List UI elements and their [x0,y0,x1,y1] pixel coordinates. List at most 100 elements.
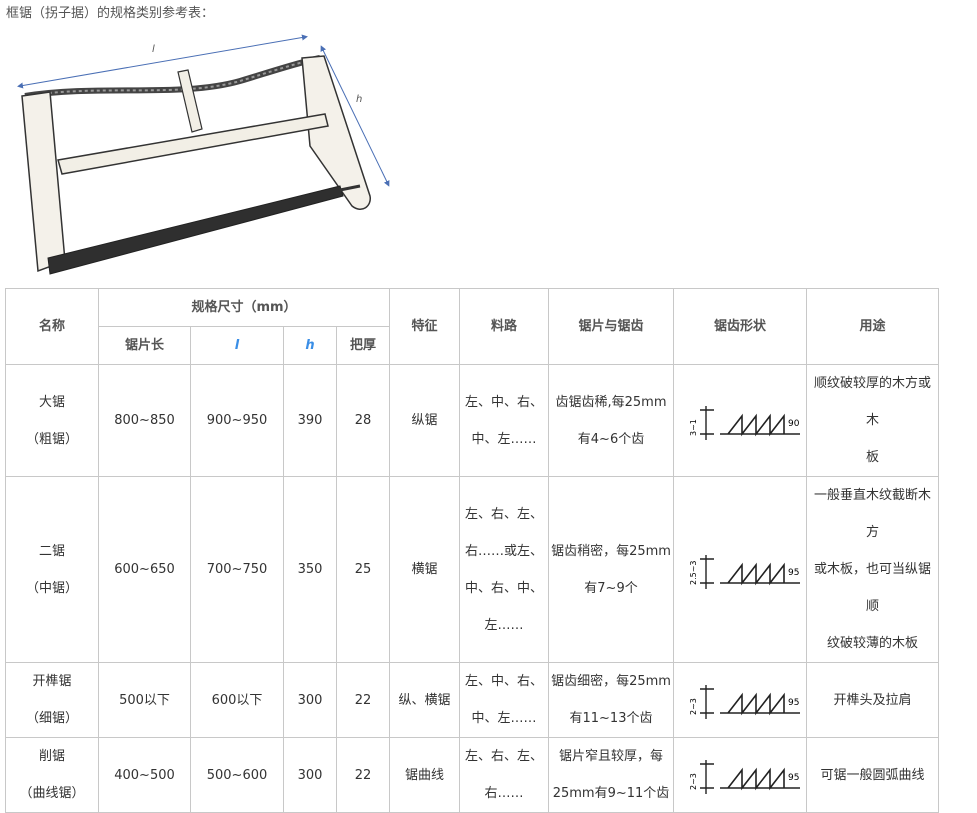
frame-saw-illustration: l h [17,34,390,275]
cell-blade-teeth-line: 有11~13个齿 [569,711,653,726]
cell-usage: 顺纹破较厚的木方或木板 [806,364,939,477]
cell-set-pattern: 左、中、右、中、左…… [459,662,549,738]
cell-tooth-shape: 3~1 90° [673,364,807,477]
cell-set-pattern-line: 左、中、右、 [464,674,543,689]
cell-tooth-shape: 2~3 95° [673,737,807,813]
cell-set-pattern: 左、右、左、右…… [459,737,549,813]
cell-handle-thickness: 28 [336,364,390,477]
saw-alias: （中锯） [25,580,78,596]
cell-set-pattern-line: 中、右、中、 [464,580,543,596]
tooth-dimension-label: 2.5~3 [689,560,698,585]
cell-blade-teeth: 锯齿细密，每25mm 有11~13个齿 [548,662,674,738]
cell-usage-line: 可锯一般圆弧曲线 [820,767,925,783]
cell-l: 500~600 [190,737,284,813]
cell-blade-length: 400~500 [98,737,191,813]
cell-usage-line: 顺纹破较厚的木方或木 [813,376,931,428]
cell-set-pattern-line: 左、右、左、 [464,749,543,764]
tooth-shape-diagram: 3~1 90° [689,405,800,440]
cell-blade-length: 500以下 [98,662,191,738]
cell-blade-length: 600~650 [98,476,191,663]
cell-set-pattern-line: 左…… [484,617,524,633]
cell-blade-length: 800~850 [98,364,191,477]
cell-l: 600以下 [190,662,284,738]
header-l: l [190,326,284,365]
header-blade-length: 锯片长 [98,326,191,365]
header-handle-thickness: 把厚 [336,326,390,365]
cell-handle-thickness: 22 [336,662,390,738]
tooth-dimension-label: 3~1 [689,419,698,436]
cell-blade-teeth-line: 25mm有9~11个齿 [552,786,670,801]
cell-set-pattern-line: 左、中、右、 [464,394,543,410]
cell-usage-line: 一般垂直木纹截断木方 [813,488,931,540]
tooth-angle-label: 95° [788,773,800,783]
cell-handle-thickness: 25 [336,476,390,663]
tooth-shape-diagram: 2~3 95° [689,760,800,794]
cell-set-pattern-line: 右……或左、 [464,543,543,559]
tooth-dimension-label: 2~3 [689,698,698,715]
header-spec-group: 规格尺寸（mm） [98,288,390,327]
tooth-angle-label: 95° [788,698,800,708]
cell-usage: 可锯一般圆弧曲线 [806,737,939,813]
cell-blade-teeth: 锯片窄且较厚，每 25mm有9~11个齿 [548,737,674,813]
cell-blade-teeth: 锯齿稍密，每25mm 有7~9个 [548,476,674,663]
cell-blade-teeth-line: 齿锯齿稀,每25mm [555,394,667,410]
cell-feature: 横锯 [389,476,460,663]
cell-name: 二锯（中锯） [5,476,99,663]
cell-name: 削锯 （曲线锯） [5,737,99,813]
tooth-angle-label: 95° [788,568,800,578]
cell-h: 390 [283,364,337,477]
cell-blade-teeth-line: 锯齿稍密，每25mm [551,543,671,559]
cell-set-pattern-line: 左、右、左、 [464,506,543,522]
tooth-dimension-label: 2~3 [689,773,698,790]
cell-set-pattern-line: 中、左…… [471,431,537,447]
cell-blade-teeth-line: 有4~6个齿 [577,431,645,447]
frame-saw-spec-table: 名称 规格尺寸（mm） 特征 料路 锯片与锯齿 锯齿形状 用途 锯片长 l h … [5,288,939,813]
cell-feature: 锯曲线 [389,737,460,813]
cell-blade-teeth-line: 锯齿细密，每25mm [551,674,671,689]
cell-feature: 纵、横锯 [389,662,460,738]
dimension-label-l: l [152,44,155,55]
intro-text: 框锯（拐子据）的规格类别参考表： [6,6,215,21]
cell-usage: 一般垂直木纹截断木方或木板，也可当纵锯顺纹破较薄的木板 [806,476,939,663]
cell-usage-line: 开榫头及拉肩 [833,692,912,708]
saw-name: 大锯 [38,394,65,410]
cell-tooth-shape: 2.5~3 95° [673,476,807,663]
cell-set-pattern-line: 中、左…… [471,711,537,726]
cell-tooth-shape: 2~3 95° [673,662,807,738]
saw-name: 削锯 [38,749,65,764]
cell-usage-line: 纹破较薄的木板 [826,636,918,651]
cell-name: 大锯 （粗锯） [5,364,99,477]
cell-l: 700~750 [190,476,284,663]
cell-feature: 纵锯 [389,364,460,477]
cell-blade-teeth-line: 有7~9个 [584,580,638,596]
tooth-shape-diagram: 2~3 95° [689,685,800,719]
cell-set-pattern-line: 右…… [484,786,524,801]
header-feature: 特征 [389,288,460,365]
header-usage: 用途 [806,288,939,365]
saw-alias: （粗锯） [25,431,78,447]
tooth-shape-diagram: 2.5~3 95° [689,554,800,589]
cell-usage-line: 板 [865,450,879,465]
header-tooth-shape: 锯齿形状 [673,288,807,365]
cell-h: 350 [283,476,337,663]
cell-h: 300 [283,737,337,813]
saw-alias: （曲线锯） [19,786,85,801]
header-name: 名称 [5,288,99,365]
cell-h: 300 [283,662,337,738]
header-set-pattern: 料路 [459,288,549,365]
cell-usage-line: 或木板，也可当纵锯顺 [813,562,931,614]
header-h: h [283,326,337,365]
cell-handle-thickness: 22 [336,737,390,813]
cell-usage: 开榫头及拉肩 [806,662,939,738]
cell-blade-teeth: 齿锯齿稀,每25mm 有4~6个齿 [548,364,674,477]
tooth-angle-label: 90° [788,419,800,429]
cell-blade-teeth-line: 锯片窄且较厚，每 [558,749,663,764]
dimension-label-h: h [356,94,362,105]
cell-name: 开榫锯（细锯） [5,662,99,738]
cell-set-pattern: 左、中、右、中、左…… [459,364,549,477]
cell-set-pattern: 左、右、左、右……或左、中、右、中、左…… [459,476,549,663]
